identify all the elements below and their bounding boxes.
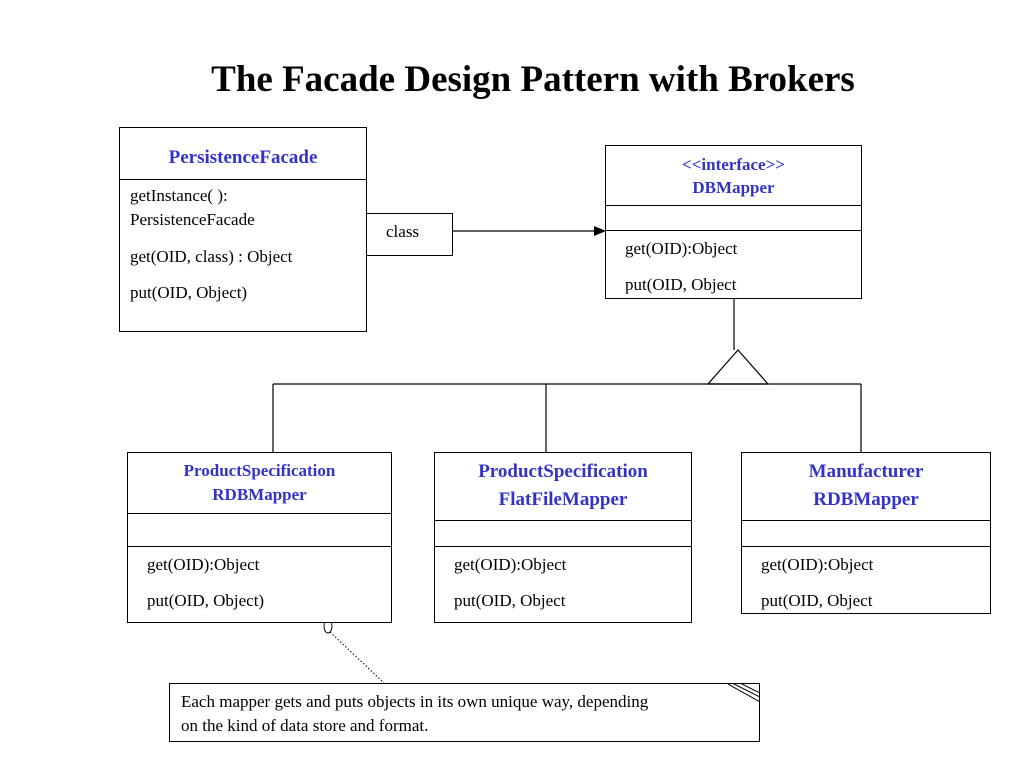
divider bbox=[128, 546, 391, 547]
operation: put(OID, Object) bbox=[130, 283, 248, 302]
operation: put(OID, Object) bbox=[147, 591, 265, 610]
qualifier-box[interactable]: class bbox=[366, 213, 453, 256]
divider bbox=[742, 546, 990, 547]
persistence-facade-class[interactable]: PersistenceFacade getInstance( ): Persis… bbox=[119, 127, 367, 332]
class-name-line1: Manufacturer bbox=[808, 461, 924, 482]
association-arrowhead bbox=[594, 226, 606, 236]
product-spec-rdb-mapper-class[interactable]: ProductSpecification RDBMapper get(OID):… bbox=[127, 452, 392, 623]
generalization-triangle bbox=[706, 349, 770, 385]
operation: PersistenceFacade bbox=[130, 210, 255, 229]
note-line: Each mapper gets and puts objects in its… bbox=[181, 692, 649, 711]
divider bbox=[742, 520, 990, 521]
divider bbox=[435, 520, 691, 521]
qualifier-label: class bbox=[386, 222, 420, 241]
class-name-line2: FlatFileMapper bbox=[498, 489, 628, 510]
note-folded-corner bbox=[728, 683, 760, 703]
divider bbox=[435, 546, 691, 547]
divider bbox=[606, 205, 861, 206]
operation: put(OID, Object bbox=[625, 275, 737, 294]
class-name-line1: ProductSpecification bbox=[478, 461, 648, 482]
note-box[interactable]: Each mapper gets and puts objects in its… bbox=[169, 683, 760, 742]
note-anchor-line bbox=[329, 631, 385, 684]
divider bbox=[120, 179, 366, 180]
class-name: DBMapper bbox=[692, 178, 775, 197]
operation: put(OID, Object bbox=[454, 591, 566, 610]
operation: get(OID):Object bbox=[454, 555, 567, 574]
page-title: The Facade Design Pattern with Brokers bbox=[211, 59, 855, 100]
operation: put(OID, Object bbox=[761, 591, 873, 610]
manufacturer-rdb-mapper-class[interactable]: Manufacturer RDBMapper get(OID):Object p… bbox=[741, 452, 991, 614]
product-spec-flatfile-mapper-class[interactable]: ProductSpecification FlatFileMapper get(… bbox=[434, 452, 692, 623]
stereotype-label: <<interface>> bbox=[682, 155, 785, 174]
class-name-line2: RDBMapper bbox=[212, 485, 307, 504]
db-mapper-interface[interactable]: <<interface>> DBMapper get(OID):Object p… bbox=[605, 145, 862, 299]
operation: getInstance( ): bbox=[130, 186, 228, 205]
operation: get(OID, class) : Object bbox=[130, 247, 293, 266]
operation: get(OID):Object bbox=[761, 555, 874, 574]
divider bbox=[128, 513, 391, 514]
class-name: PersistenceFacade bbox=[168, 147, 318, 168]
class-name-line2: RDBMapper bbox=[813, 489, 919, 510]
operation: get(OID):Object bbox=[625, 239, 738, 258]
note-line: on the kind of data store and format. bbox=[181, 716, 429, 735]
operation: get(OID):Object bbox=[147, 555, 260, 574]
class-name-line1: ProductSpecification bbox=[183, 461, 336, 480]
divider bbox=[606, 230, 861, 231]
